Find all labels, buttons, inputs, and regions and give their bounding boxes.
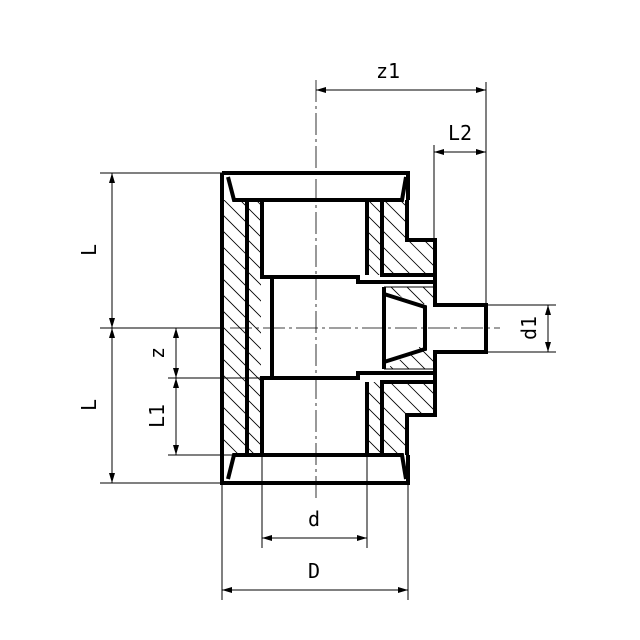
dimension-label-d: d bbox=[308, 507, 320, 531]
dimension-lines bbox=[109, 87, 551, 593]
dimension-label-d1: d1 bbox=[517, 316, 541, 340]
dimension-label-z1: z1 bbox=[376, 59, 400, 83]
dimension-label-D: D bbox=[308, 559, 320, 583]
dimension-label-L-bottom: L bbox=[77, 399, 101, 411]
dimension-label-L2: L2 bbox=[448, 121, 472, 145]
dimension-label-L-top: L bbox=[77, 244, 101, 256]
dimension-label-z: z bbox=[145, 347, 169, 359]
section-hatching bbox=[224, 200, 433, 455]
extension-lines bbox=[100, 82, 556, 600]
dimension-label-L1: L1 bbox=[145, 404, 169, 428]
